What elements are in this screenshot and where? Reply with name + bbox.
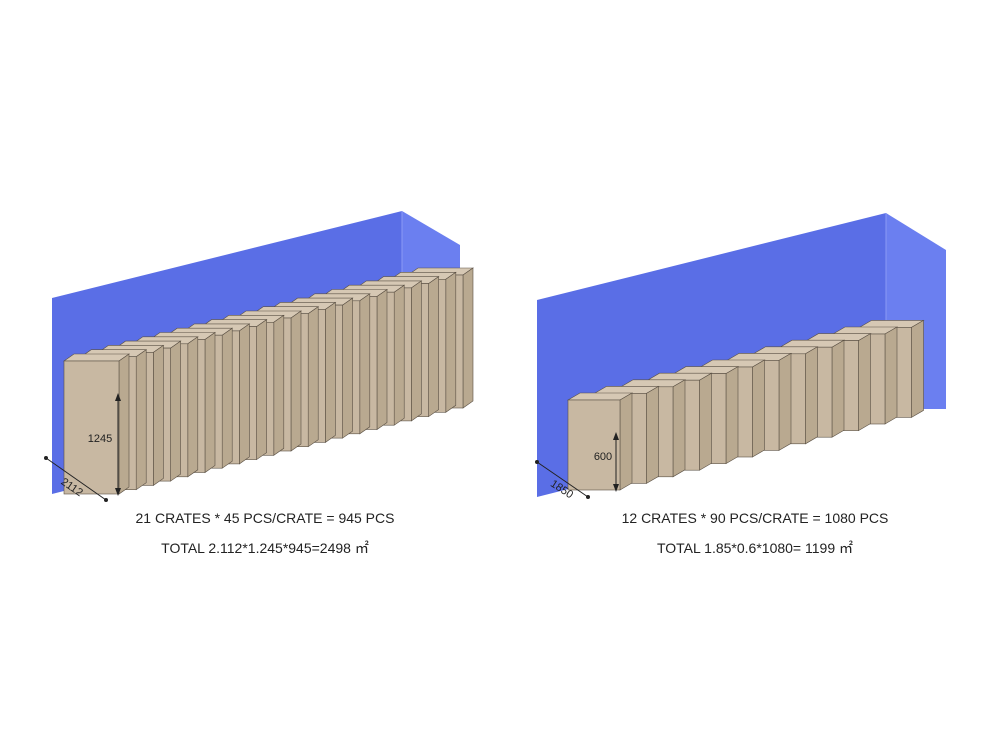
crate-side xyxy=(187,336,199,478)
crate-side xyxy=(805,346,818,445)
crate-side xyxy=(118,353,130,495)
height-arrow-bottom xyxy=(115,488,121,496)
crate-side xyxy=(325,301,336,443)
depth-arrow-end xyxy=(586,495,590,499)
depth-dimension-line xyxy=(536,461,589,498)
depth-dimension-line xyxy=(45,457,107,501)
crate-side xyxy=(619,392,633,491)
crate-top xyxy=(63,353,130,362)
depth-arrow-start xyxy=(44,456,48,460)
crate xyxy=(566,392,634,491)
crate-side xyxy=(831,339,845,438)
crate-side xyxy=(376,288,388,431)
crate-side xyxy=(411,280,422,422)
depth-arrow-end xyxy=(104,498,108,502)
crate-side xyxy=(462,267,474,409)
depth-arrow-start xyxy=(535,460,539,464)
container-1-total-text: TOTAL 2.112*1.245*945=2498 ㎡ xyxy=(161,540,369,556)
crate-side xyxy=(307,306,319,448)
crate-side xyxy=(153,344,164,486)
crate-side xyxy=(170,340,181,482)
crate-side xyxy=(911,319,924,418)
height-label: 600 xyxy=(594,451,612,463)
container-1-pieces-text: 21 CRATES * 45 PCS/CRATE = 945 PCS xyxy=(135,510,395,526)
crate-side xyxy=(290,310,302,452)
crate-side xyxy=(273,314,285,456)
height-arrow-top xyxy=(613,432,619,440)
crate-side xyxy=(135,349,147,491)
height-arrow-bottom xyxy=(613,484,619,492)
crate-side xyxy=(239,323,250,465)
container-2-total-text: TOTAL 1.85*0.6*1080= 1199 ㎡ xyxy=(656,540,853,556)
crate-side xyxy=(428,276,439,418)
crate-side xyxy=(646,385,659,484)
height-arrow-top xyxy=(115,393,121,401)
crate-side xyxy=(858,333,871,432)
container-2-pieces-text: 12 CRATES * 90 PCS/CRATE = 1080 PCS xyxy=(621,510,889,526)
crate-side xyxy=(884,326,898,425)
container-2-caption: 12 CRATES * 90 PCS/CRATE = 1080 PCS TOTA… xyxy=(545,510,965,558)
crate-side xyxy=(221,327,233,469)
crate-front xyxy=(63,360,120,495)
container-1-caption: 21 CRATES * 45 PCS/CRATE = 945 PCS TOTAL… xyxy=(55,510,475,558)
crate xyxy=(63,353,130,495)
crate-side xyxy=(699,372,712,471)
crate-side xyxy=(204,331,216,474)
crate-front xyxy=(567,399,621,491)
height-label: 1245 xyxy=(88,433,112,445)
crate-side xyxy=(445,271,457,413)
crate-side xyxy=(672,379,686,478)
crate-side xyxy=(393,284,405,426)
crate-side xyxy=(778,352,792,451)
crate-side xyxy=(342,297,353,439)
crate-side xyxy=(359,293,371,435)
crate-side xyxy=(256,319,267,461)
crate-side xyxy=(752,359,765,458)
crate-side xyxy=(725,366,739,465)
